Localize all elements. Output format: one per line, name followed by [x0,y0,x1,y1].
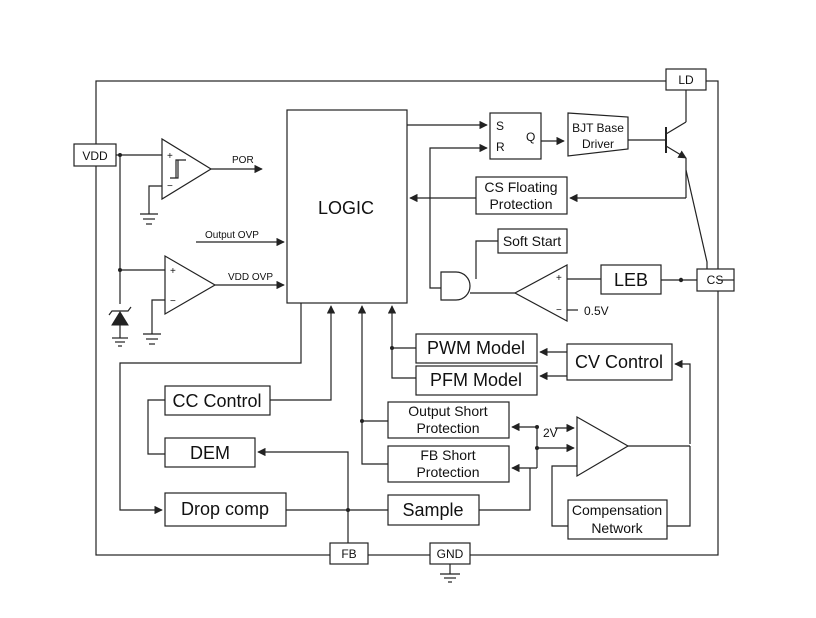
pin-ld-label: LD [678,73,694,87]
por-label: POR [232,155,254,166]
v05-label: 0.5V [584,304,609,318]
bjt-base-driver [567,112,629,157]
pwm-model-block [415,333,538,364]
sample-block [387,494,480,526]
cs-comp-minus: − [556,305,562,316]
por-plus: + [167,151,173,162]
pin-vdd-label: VDD [82,149,108,163]
comp-network-line2: Network [591,520,643,536]
pin-cs-label: CS [707,273,724,287]
pin-ld: LD [665,68,707,91]
fb-short-line1: FB Short [420,447,475,463]
bjt-driver-line1: BJT Base [572,121,624,135]
pfm-label: PFM Model [430,370,522,390]
cv-control-label: CV Control [575,352,663,372]
pfm-model-block [415,365,538,396]
vdd-ovp-ground-icon [143,333,161,345]
soft-start-label: Soft Start [503,233,561,249]
leb-block [600,264,662,295]
and-gate [440,271,471,301]
bjt-transistor-icon [665,121,687,159]
output-ovp-label: Output OVP [205,230,259,241]
pin-cs: CS [696,268,735,292]
cc-control-block [164,385,271,416]
fb-short-line2: Protection [416,464,479,480]
sr-s-label: S [496,119,504,133]
pin-gnd-label: GND [437,547,464,561]
pin-gnd: GND [429,542,471,565]
cs-comparator [513,263,568,323]
bjt-driver-line2: Driver [582,137,614,151]
vddovp-plus: + [170,266,176,277]
cs-floating-line1: CS Floating [484,179,557,195]
pin-fb-label: FB [341,547,356,561]
cv-control-block [566,343,673,381]
drop-comp-label: Drop comp [181,499,269,519]
cs-floating-line2: Protection [489,196,552,212]
por-ground-icon [140,213,158,225]
logic-label: LOGIC [318,198,374,218]
comp-network-line1: Compensation [572,502,662,518]
por-comparator [161,137,213,201]
sr-latch [489,112,542,160]
v2-label: 2V [543,426,558,440]
cc-control-label: CC Control [172,391,261,411]
vdd-ovp-label: VDD OVP [228,272,273,283]
compensation-network [567,499,668,540]
pin-fb: FB [329,542,369,565]
sr-q-label: Q [526,130,535,144]
hysteresis-icon [170,159,186,179]
error-amplifier [576,415,630,478]
pin-vdd: VDD [73,143,117,167]
vdd-ovp-comparator [164,254,217,316]
output-short-line1: Output Short [408,403,487,419]
chip-outline [95,80,719,556]
sr-r-label: R [496,140,505,154]
leb-label: LEB [614,270,648,290]
vddovp-minus: − [170,296,176,307]
sample-label: Sample [402,500,463,520]
output-short-line2: Protection [416,420,479,436]
output-short-protection [387,401,510,439]
cs-comp-plus: + [556,273,562,284]
cs-floating-protection [475,176,568,215]
dem-label: DEM [190,443,230,463]
gnd-pin-ground-icon [440,564,460,583]
logic-block [286,109,408,304]
dem-block [164,437,256,468]
por-minus: − [167,181,173,192]
zener-diode-icon [108,306,132,347]
pwm-label: PWM Model [427,338,525,358]
